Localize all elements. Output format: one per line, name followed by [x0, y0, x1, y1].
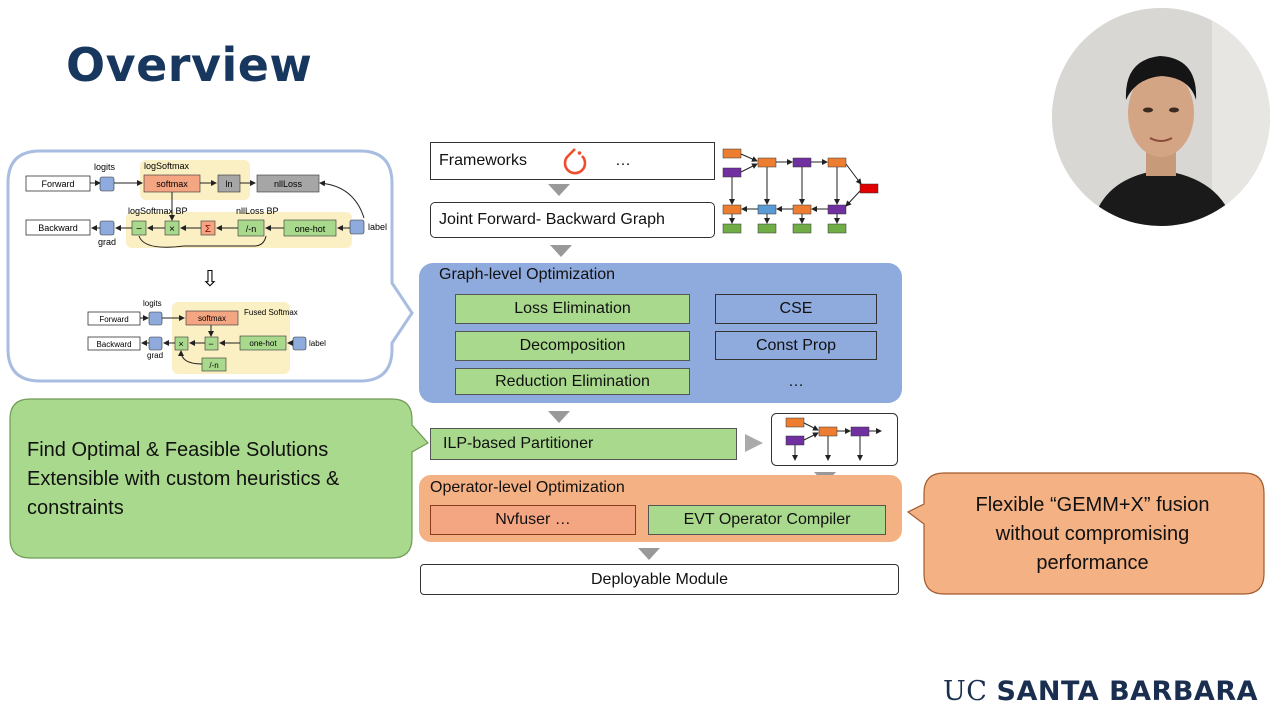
- logits-label: logits: [94, 162, 116, 172]
- forward-node-label: Forward: [41, 179, 74, 189]
- cse-label: CSE: [779, 300, 813, 317]
- fused-logits-tensor: [148, 311, 163, 326]
- joint-graph-label: Joint Forward- Backward Graph: [439, 211, 665, 228]
- logits-tensor: [99, 176, 115, 192]
- fused-one-hot-label: one-hot: [249, 339, 277, 348]
- left-callout-shape: [9, 398, 429, 559]
- ln-label: ln: [225, 179, 232, 189]
- sum-label: Σ: [205, 224, 211, 235]
- fused-softmax-node-label: softmax: [198, 314, 226, 323]
- fused-grad-label: grad: [147, 351, 163, 360]
- arrow-down-5: [638, 548, 660, 560]
- presenter-avatar: [1052, 8, 1270, 226]
- right-callout-line-3: performance: [1036, 552, 1149, 574]
- label-label: label: [368, 222, 387, 232]
- one-hot-label: one-hot: [295, 224, 326, 234]
- frameworks-more: …: [615, 152, 632, 169]
- fused-forward-label: Forward: [99, 315, 128, 324]
- computation-graph-icon: [722, 148, 879, 234]
- fused-minus-label: −: [208, 339, 213, 349]
- ilp-partitioner-label: ILP-based Partitioner: [443, 435, 594, 452]
- left-callout-line-2: Extensible with custom heuristics &: [27, 468, 340, 490]
- fused-softmax-label: Fused Softmax: [244, 308, 298, 317]
- minus-label: −: [136, 224, 142, 235]
- backward-node: [25, 219, 91, 236]
- fused-grad-tensor: [148, 336, 163, 351]
- ucsb-logo-name: SANTA BARBARA: [996, 676, 1258, 707]
- loss-graph-diagram: logSoftmax Forward logits softmax ln nll…: [25, 160, 387, 374]
- fused-times-label: ×: [178, 339, 183, 349]
- const-prop-box: Const Prop: [715, 331, 877, 360]
- backward-node-label: Backward: [38, 223, 78, 233]
- logsoftmax-bp-label: logSoftmax BP: [128, 206, 188, 216]
- graph-level-title: Graph-level Optimization: [439, 266, 616, 283]
- arrow-right: [745, 434, 763, 452]
- right-callout-line-2: without compromising: [995, 523, 1190, 545]
- logsoftmax-group-label: logSoftmax: [144, 161, 190, 171]
- right-callout-shape: [906, 472, 1265, 595]
- ucsb-logo-prefix: UC: [943, 676, 988, 707]
- fused-label-label: label: [309, 339, 326, 348]
- nllloss-node: [256, 174, 320, 193]
- decomposition-label: Decomposition: [519, 337, 626, 354]
- loss-elimination-label: Loss Elimination: [514, 300, 631, 317]
- left-callout-line-1: Find Optimal & Feasible Solutions: [27, 439, 329, 461]
- frameworks-label: Frameworks: [439, 152, 528, 169]
- evt-compiler-label: EVT Operator Compiler: [683, 511, 851, 528]
- nvfuser-box: Nvfuser …: [430, 505, 636, 535]
- neg-n-label: /-n: [246, 224, 257, 234]
- joint-graph-box: Joint Forward- Backward Graph: [430, 202, 715, 238]
- pytorch-icon: [563, 148, 587, 175]
- softmax-label: softmax: [156, 179, 188, 189]
- slide-title: Overview: [66, 38, 313, 92]
- label-tensor: [349, 219, 365, 235]
- fused-label-tensor: [292, 336, 307, 351]
- nllloss-bp-label: nllLoss BP: [236, 206, 279, 216]
- frameworks-box: Frameworks …: [430, 142, 715, 180]
- fused-backward-label: Backward: [96, 340, 131, 349]
- left-callout-line-3: constraints: [27, 497, 124, 519]
- more-opts-label: …: [788, 372, 804, 390]
- grad-tensor: [99, 220, 115, 236]
- arrow-down-1: [548, 184, 570, 196]
- partitioned-graph-icon: [771, 413, 898, 466]
- operator-level-title: Operator-level Optimization: [430, 479, 625, 496]
- ilp-partitioner-box: ILP-based Partitioner: [430, 428, 737, 460]
- decomposition-box: Decomposition: [455, 331, 690, 361]
- fused-backward-node: [87, 336, 141, 351]
- deployable-module-label: Deployable Module: [591, 570, 728, 588]
- more-opts: …: [715, 368, 877, 395]
- fused-neg-n-label: /-n: [209, 361, 218, 370]
- nvfuser-label: Nvfuser …: [495, 511, 571, 528]
- const-prop-label: Const Prop: [755, 336, 837, 354]
- times-label: ×: [169, 224, 175, 235]
- transform-arrow: ⇩: [201, 266, 219, 291]
- nllloss-label: nllLoss: [274, 179, 303, 189]
- right-callout-line-1: Flexible “GEMM+X” fusion: [975, 494, 1210, 516]
- evt-compiler-box: EVT Operator Compiler: [648, 505, 886, 535]
- reduction-elimination-box: Reduction Elimination: [455, 368, 690, 395]
- arrow-down-2: [550, 245, 572, 257]
- deployable-module-box: Deployable Module: [420, 564, 899, 595]
- reduction-elimination-label: Reduction Elimination: [495, 372, 650, 390]
- cse-box: CSE: [715, 294, 877, 324]
- fused-softmax-node: [185, 310, 239, 326]
- fused-logits-label: logits: [143, 299, 162, 308]
- ucsb-logo: UC SANTA BARBARA: [943, 676, 1258, 707]
- grad-label: grad: [98, 237, 116, 247]
- loss-elimination-box: Loss Elimination: [455, 294, 690, 324]
- presenter-webcam: [1052, 8, 1270, 226]
- arrow-down-3: [548, 411, 570, 423]
